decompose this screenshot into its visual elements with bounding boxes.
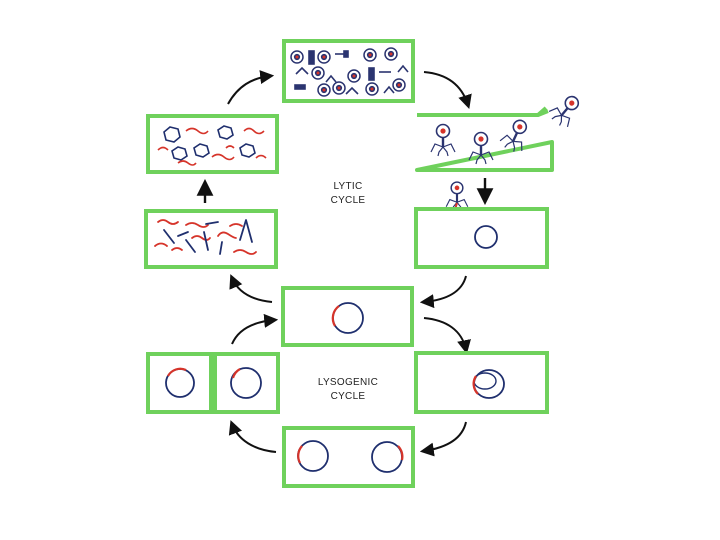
circular-dna-icon [474, 225, 498, 249]
lysogenic-label-line1: LYSOGENIC [318, 377, 378, 388]
arrow-right-to-bottom [419, 421, 467, 457]
arrow-right-to-center [419, 275, 467, 309]
lytic-label-line2: CYCLE [331, 195, 366, 206]
arrow-center-to-right [423, 317, 471, 355]
cell-replication [144, 209, 278, 269]
cell-injection [414, 207, 549, 269]
arrow-center-to-left [229, 274, 273, 303]
cell-assembly [282, 39, 415, 103]
cell-lysis [415, 89, 587, 172]
arrow-top-right [423, 71, 472, 110]
cell-synthesis [146, 114, 279, 174]
cell-integration [414, 351, 549, 414]
lytic-label-line1: LYTIC [333, 181, 362, 192]
cell-division [282, 426, 415, 488]
cells-daughter [146, 352, 280, 414]
arrow-top-left [227, 70, 275, 105]
arrow-left-to-center [231, 313, 279, 345]
cell-center [281, 286, 414, 347]
arrow-bottom-to-left [228, 420, 277, 453]
lysogenic-label-line2: CYCLE [331, 391, 366, 402]
phage-parts [290, 47, 409, 97]
